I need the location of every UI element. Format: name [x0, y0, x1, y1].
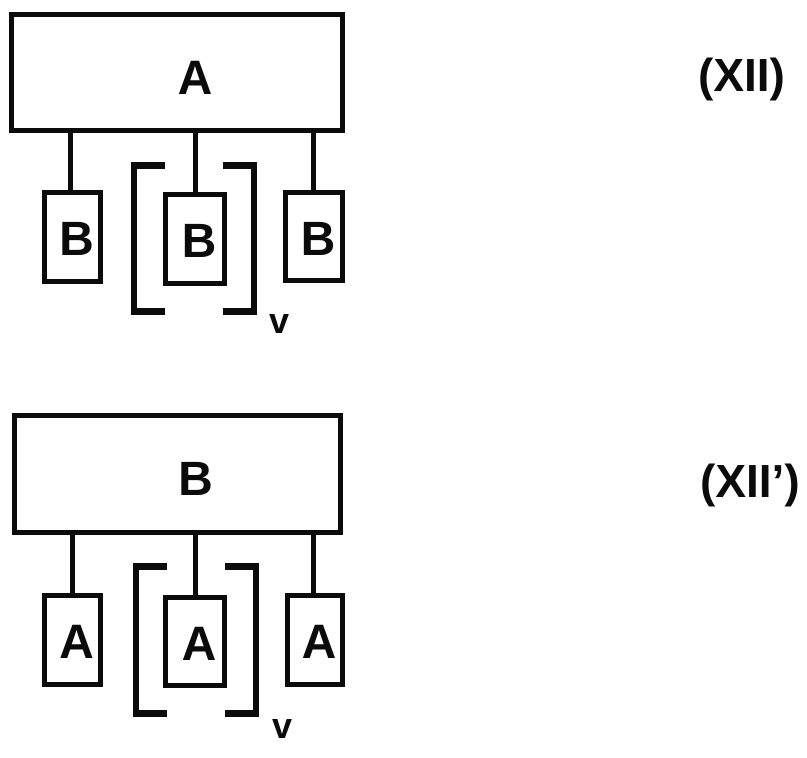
pendant-unit-label: A: [301, 616, 337, 669]
left-bracket: [133, 563, 167, 717]
connector-line-left: [70, 534, 75, 594]
repeat-subscript: v: [272, 705, 293, 746]
pendant-unit-label: B: [59, 213, 94, 266]
pendant-unit-box-left: A: [42, 593, 103, 687]
pendant-unit-box-left: B: [42, 190, 103, 284]
formula-number-label: (XII’): [700, 455, 800, 507]
pendant-unit-label: A: [59, 616, 94, 669]
right-bracket: [223, 162, 257, 315]
backbone-unit-label: A: [177, 51, 213, 105]
pendant-unit-box-right: A: [285, 593, 345, 687]
connector-line-right: [311, 534, 316, 594]
pendant-unit-label: B: [181, 215, 217, 268]
backbone-unit-label: B: [178, 453, 213, 506]
connector-line-middle: [193, 534, 198, 596]
pendant-unit-label: A: [181, 617, 217, 671]
left-bracket: [131, 162, 165, 315]
connector-line-middle: [193, 131, 198, 193]
pendant-unit-box-middle: A: [163, 595, 227, 688]
backbone-unit-box: A: [9, 12, 345, 133]
pendant-unit-box-right: B: [283, 190, 345, 283]
pendant-unit-label: B: [300, 212, 336, 266]
right-bracket: [225, 563, 259, 717]
repeat-subscript: v: [269, 300, 290, 341]
formula-number-label: (XII): [698, 49, 785, 101]
pendant-unit-box-middle: B: [163, 192, 227, 286]
connector-line-right: [311, 131, 316, 191]
connector-line-left: [68, 131, 73, 191]
backbone-unit-box: B: [12, 413, 343, 535]
